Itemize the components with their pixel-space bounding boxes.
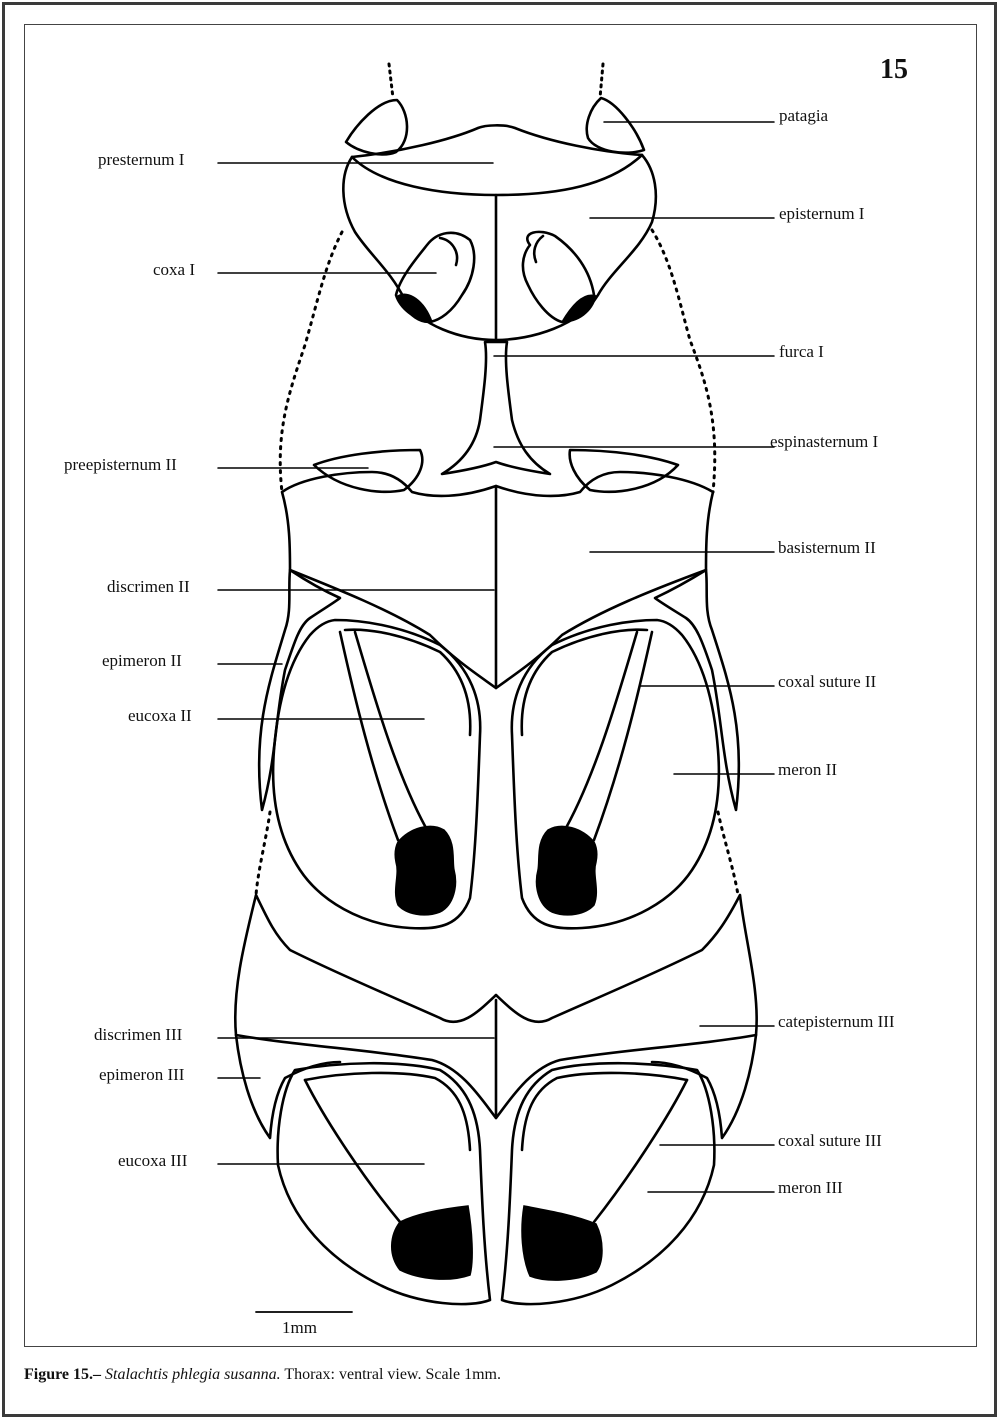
right-coxa2-spot bbox=[537, 826, 597, 914]
label-meron2: meron II bbox=[778, 760, 837, 780]
label-espinasternum: espinasternum I bbox=[770, 432, 878, 452]
label-preepisternum: preepisternum II bbox=[64, 455, 177, 475]
label-furca: furca I bbox=[779, 342, 824, 362]
left-pronotum-dotted bbox=[280, 232, 342, 492]
furca-stem bbox=[442, 342, 550, 474]
right-antenna-dotted bbox=[600, 64, 603, 98]
figure-caption: Figure 15.– Stalachtis phlegia susanna. … bbox=[24, 1366, 501, 1384]
left-coxal-suture2b bbox=[355, 632, 430, 835]
left-meso-dotted bbox=[256, 812, 270, 895]
right-eucoxa3-inner bbox=[522, 1073, 687, 1150]
left-patagium bbox=[346, 100, 407, 154]
right-eucoxa2-inner bbox=[522, 630, 647, 735]
right-coxal-suture2 bbox=[594, 632, 652, 840]
right-pronotum-dotted bbox=[652, 230, 715, 492]
figure-number: 15 bbox=[880, 54, 908, 86]
left-coxa3-spot bbox=[392, 1206, 472, 1279]
label-coxa: coxa I bbox=[153, 260, 195, 280]
left-coxa2-spot bbox=[395, 826, 455, 914]
presternum-lower-edge bbox=[352, 155, 642, 195]
left-coxa-inner bbox=[440, 238, 457, 265]
label-eucoxa3: eucoxa III bbox=[118, 1151, 187, 1171]
label-basisternum: basisternum II bbox=[778, 538, 876, 558]
label-eucoxa2: eucoxa II bbox=[128, 706, 192, 726]
right-coxa3-spot bbox=[522, 1206, 602, 1280]
label-epimeron2: epimeron II bbox=[102, 651, 182, 671]
left-coxal-suture3 bbox=[305, 1080, 400, 1222]
right-coxal-suture2b bbox=[562, 632, 637, 835]
right-coxa-inner bbox=[534, 236, 543, 262]
label-presternum: presternum I bbox=[98, 150, 184, 170]
caption-species: Stalachtis phlegia susanna. bbox=[105, 1366, 281, 1383]
right-patagium bbox=[587, 98, 644, 153]
right-coxa1-spot bbox=[562, 295, 596, 322]
label-episternum: episternum I bbox=[779, 204, 864, 224]
left-eucoxa3-inner bbox=[305, 1073, 470, 1150]
right-coxal-suture3 bbox=[594, 1080, 687, 1222]
mesothorax-outline bbox=[282, 472, 713, 688]
label-coxal-suture3: coxal suture III bbox=[778, 1131, 882, 1151]
left-coxal-suture2 bbox=[340, 632, 398, 840]
label-discrimen2: discrimen II bbox=[107, 577, 190, 597]
scale-label: 1mm bbox=[282, 1318, 317, 1338]
prothorax-outline bbox=[343, 155, 656, 340]
caption-text: Thorax: ventral view. Scale 1mm. bbox=[284, 1366, 501, 1383]
label-patagia: patagia bbox=[779, 106, 828, 126]
label-catepisternum3: catepisternum III bbox=[778, 1012, 895, 1032]
caption-prefix: Figure 15.– bbox=[24, 1366, 101, 1383]
right-meso-dotted bbox=[718, 812, 738, 895]
left-epimeron2 bbox=[259, 570, 340, 810]
label-discrimen3: discrimen III bbox=[94, 1025, 182, 1045]
label-meron3: meron III bbox=[778, 1178, 843, 1198]
label-coxal-suture2: coxal suture II bbox=[778, 672, 876, 692]
left-antenna-dotted bbox=[389, 64, 393, 98]
label-epimeron3: epimeron III bbox=[99, 1065, 184, 1085]
